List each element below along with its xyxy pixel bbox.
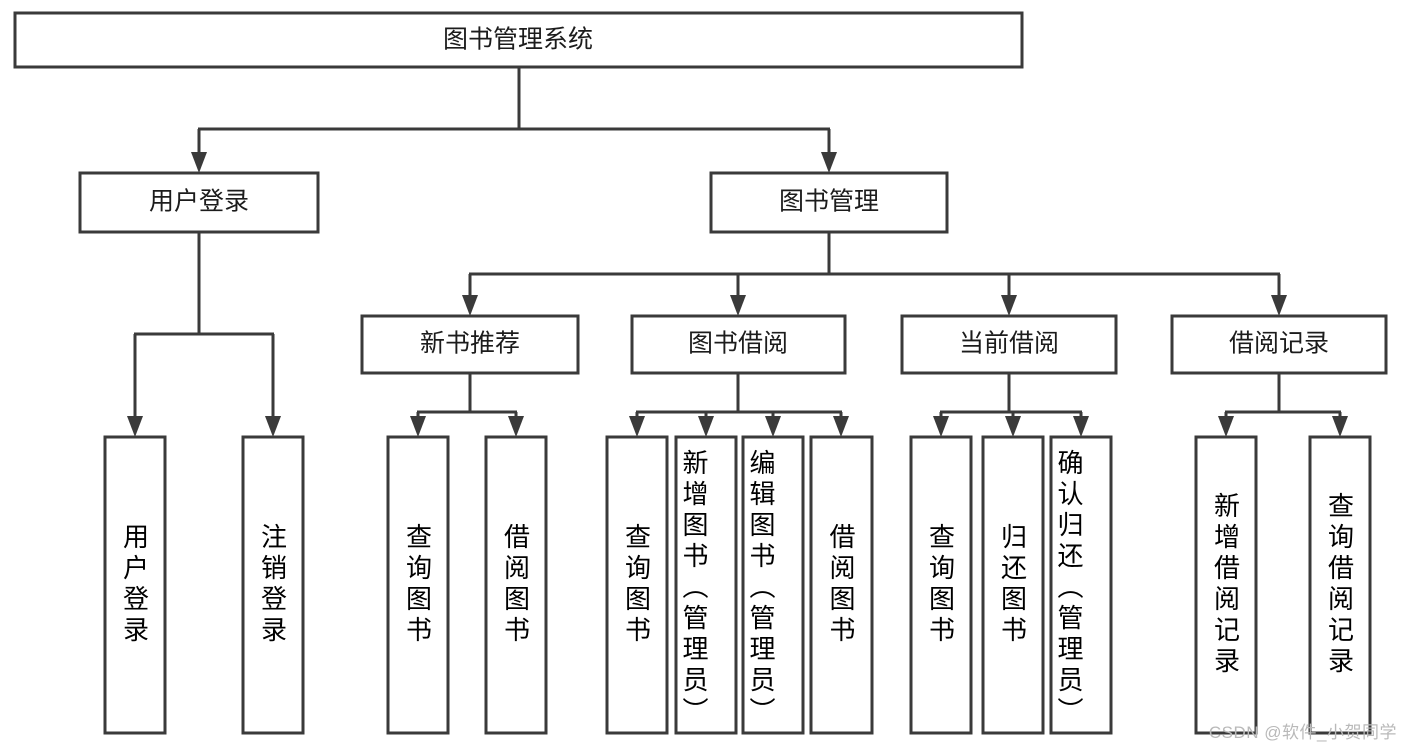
arrow-head-leaf-query-book-3 [933, 416, 949, 437]
node-current-borrow[interactable]: 当前借阅 [900, 314, 1118, 375]
leaf-add-record-label: 新增借阅记录 [1210, 492, 1241, 678]
arrow-head-leaf-add-record [1218, 416, 1234, 437]
arrow-head-leaf-borrow-book-1 [508, 416, 524, 437]
arrow-head-leaf-query-book-1 [410, 416, 426, 437]
leaf-return-book-box[interactable] [981, 435, 1045, 735]
leaf-return-book-label: 归还图书 [997, 523, 1028, 647]
leaf-confirm-return[interactable]: 确认归还（管理员） [1049, 435, 1113, 735]
arrow-head-leaf-query-record [1332, 416, 1348, 437]
node-book-borrow[interactable]: 图书借阅 [630, 314, 847, 375]
node-current-borrow-label: 当前借阅 [959, 330, 1059, 358]
leaf-add-record[interactable]: 新增借阅记录 [1194, 435, 1258, 735]
leaf-logout[interactable]: 注销登录 [241, 435, 305, 735]
arrow-head-leaf-user-login [127, 416, 143, 437]
node-new-book-recommend[interactable]: 新书推荐 [360, 314, 580, 375]
leaf-confirm-return-box[interactable] [1049, 435, 1113, 735]
leaf-edit-book-label: 编辑图书（管理员） [746, 448, 776, 728]
leaf-add-book[interactable]: 新增图书（管理员） [674, 435, 738, 735]
leaf-query-book-1[interactable]: 查询图书 [386, 435, 450, 735]
leaf-add-book-box[interactable] [674, 435, 738, 735]
arrow-head-leaf-borrow-book-2 [833, 416, 849, 437]
arrow-head-borrow-record [1271, 295, 1287, 316]
leaf-edit-book-box[interactable] [741, 435, 805, 735]
arrow-head-leaf-add-book [698, 416, 714, 437]
leaf-return-book[interactable]: 归还图书 [981, 435, 1045, 735]
leaf-query-record-box[interactable] [1308, 435, 1372, 735]
node-book-borrow-box[interactable] [630, 314, 847, 375]
node-new-book-recommend-label: 新书推荐 [420, 330, 520, 358]
leaf-borrow-book-2-box[interactable] [809, 435, 874, 735]
leaf-query-book-2-label: 查询图书 [621, 523, 652, 647]
leaf-query-record-label: 查询借阅记录 [1324, 492, 1355, 678]
leaf-add-record-box[interactable] [1194, 435, 1258, 735]
node-new-book-recommend-box[interactable] [360, 314, 580, 375]
node-user-login-label: 用户登录 [149, 188, 249, 216]
leaf-query-book-2[interactable]: 查询图书 [605, 435, 669, 735]
arrow-head-book-management [821, 152, 837, 173]
leaf-query-book-3[interactable]: 查询图书 [909, 435, 973, 735]
arrow-head-new-book-recommend [462, 295, 478, 316]
leaf-user-login[interactable]: 用户登录 [103, 435, 167, 735]
leaf-borrow-book-1-box[interactable] [484, 435, 548, 735]
leaf-query-book-1-label: 查询图书 [402, 523, 433, 647]
arrow-head-user-login [191, 152, 207, 173]
node-book-management-label: 图书管理 [779, 188, 879, 216]
arrow-head-leaf-edit-book [765, 416, 781, 437]
node-book-management[interactable]: 图书管理 [709, 171, 949, 234]
connector-layer [127, 67, 1348, 437]
node-borrow-record[interactable]: 借阅记录 [1170, 314, 1388, 375]
leaf-query-book-1-box[interactable] [386, 435, 450, 735]
leaf-logout-box[interactable] [241, 435, 305, 735]
leaf-add-book-label: 新增图书（管理员） [679, 448, 709, 728]
leaf-query-book-2-box[interactable] [605, 435, 669, 735]
arrow-head-book-borrow [730, 295, 746, 316]
arrow-head-leaf-logout [265, 416, 281, 437]
arrow-head-leaf-confirm-return [1073, 416, 1089, 437]
node-user-login-box[interactable] [78, 171, 320, 234]
leaf-query-record[interactable]: 查询借阅记录 [1308, 435, 1372, 735]
leaf-query-book-3-label: 查询图书 [925, 523, 956, 647]
arrow-head-leaf-return-book [1005, 416, 1021, 437]
arrow-head-leaf-query-book-2 [629, 416, 645, 437]
node-book-borrow-label: 图书借阅 [688, 330, 788, 358]
arrow-head-current-borrow [1001, 295, 1017, 316]
leaf-user-login-box[interactable] [103, 435, 167, 735]
node-borrow-record-box[interactable] [1170, 314, 1388, 375]
node-user-login[interactable]: 用户登录 [78, 171, 320, 234]
node-root-box[interactable] [13, 11, 1024, 69]
node-root[interactable]: 图书管理系统 [13, 11, 1024, 69]
node-root-label: 图书管理系统 [443, 26, 593, 54]
leaf-borrow-book-2[interactable]: 借阅图书 [809, 435, 874, 735]
node-borrow-record-label: 借阅记录 [1229, 330, 1329, 358]
leaf-query-book-3-box[interactable] [909, 435, 973, 735]
csdn-watermark: CSDN @软件_小贺同学 [1208, 723, 1397, 742]
leaf-borrow-book-1[interactable]: 借阅图书 [484, 435, 548, 735]
node-book-management-box[interactable] [709, 171, 949, 234]
node-current-borrow-box[interactable] [900, 314, 1118, 375]
leaf-borrow-book-1-label: 借阅图书 [500, 523, 531, 647]
leaf-borrow-book-2-label: 借阅图书 [826, 523, 856, 647]
leaf-edit-book[interactable]: 编辑图书（管理员） [741, 435, 805, 735]
leaf-confirm-return-label: 确认归还（管理员） [1054, 448, 1084, 728]
leaf-logout-label: 注销登录 [257, 523, 288, 647]
leaf-user-login-label: 用户登录 [119, 523, 150, 647]
